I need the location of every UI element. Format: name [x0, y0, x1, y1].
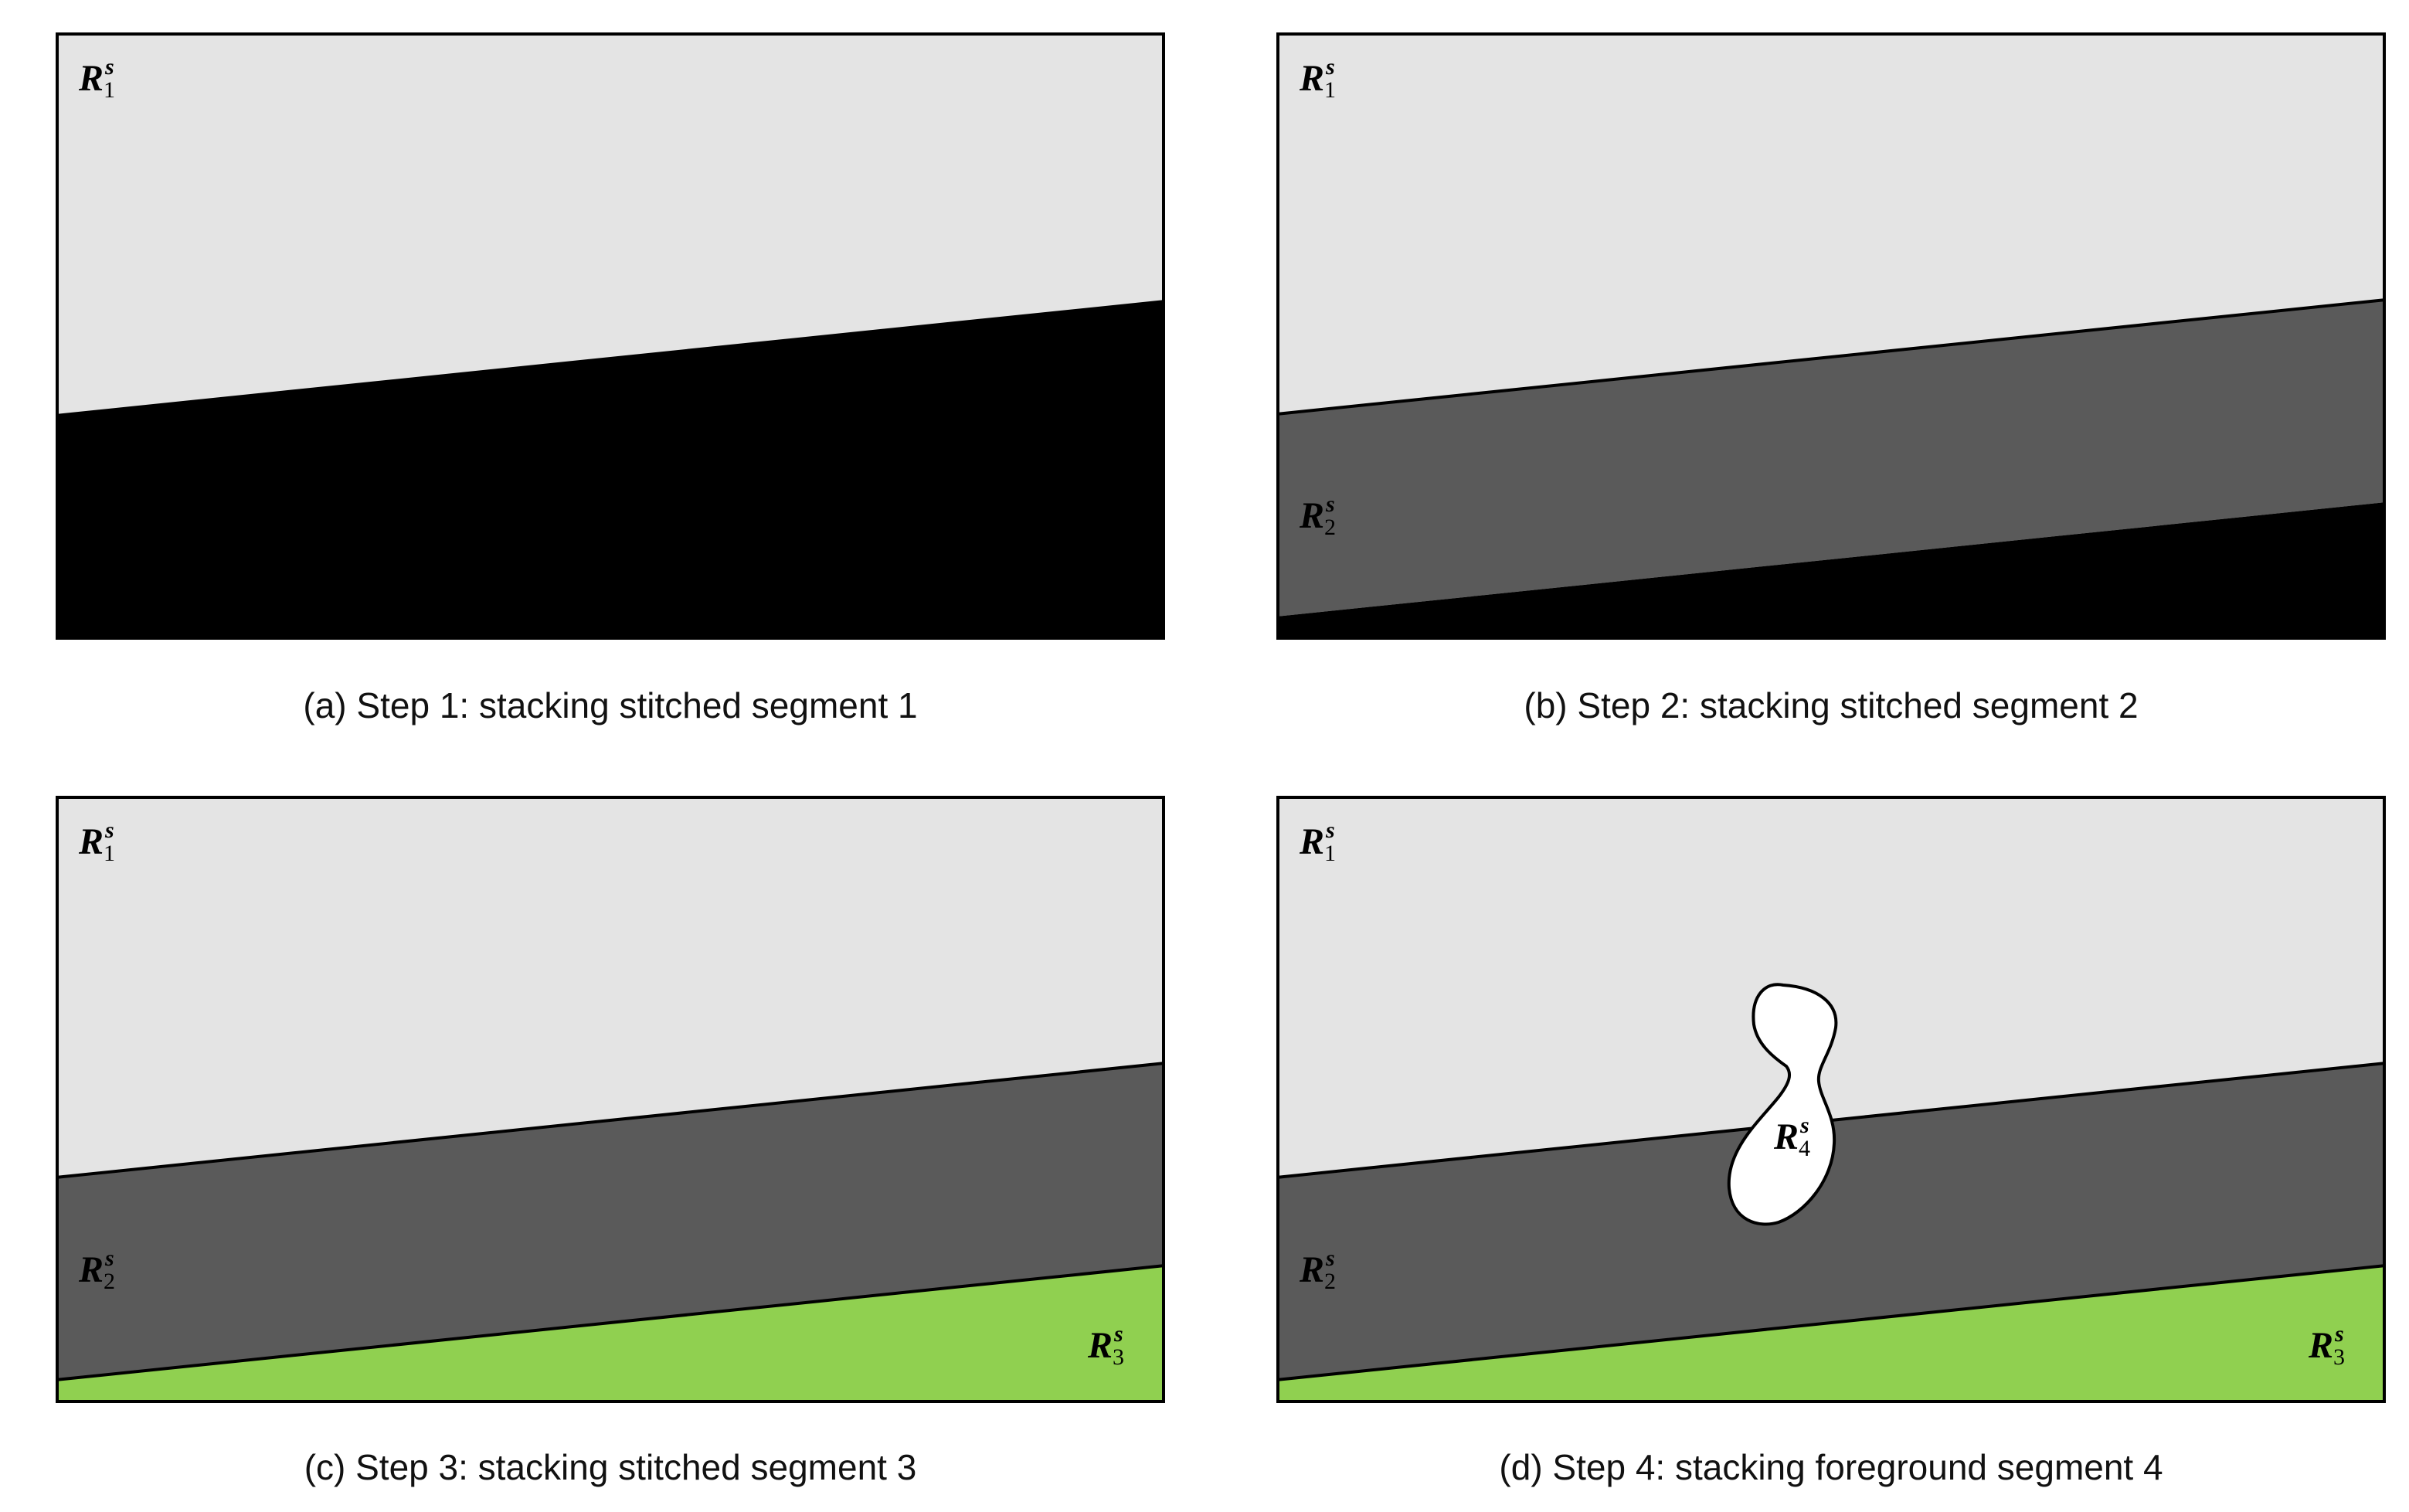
panel-b-canvas — [1276, 32, 2386, 640]
panel-c-canvas — [56, 796, 1165, 1403]
boundary-line-1 — [56, 1062, 1165, 1179]
panel-border — [1276, 32, 2386, 640]
boundary-line-2 — [1276, 1264, 2386, 1381]
panel-a-canvas — [56, 32, 1165, 640]
panel-border — [1276, 796, 2386, 1403]
panel-d-canvas — [1276, 796, 2386, 1403]
caption-b: (b) Step 2: stacking stitched segment 2 — [1524, 685, 2139, 725]
foreground-segment-4-blob — [1728, 984, 1836, 1225]
caption-c: (c) Step 3: stacking stitched segment 3 — [304, 1447, 917, 1487]
caption-d: (d) Step 4: stacking foreground segment … — [1499, 1447, 2163, 1487]
panel-border — [56, 796, 1165, 1403]
segment-3-region — [56, 1266, 1165, 1403]
panel-border — [56, 32, 1165, 640]
unfilled-region — [1276, 502, 2386, 640]
boundary-line-1 — [1276, 298, 2386, 416]
foreground-segment-4-outline — [1727, 983, 1838, 1226]
boundary-line-2 — [56, 1264, 1165, 1381]
caption-a: (a) Step 1: stacking stitched segment 1 — [303, 685, 918, 725]
unfilled-region — [56, 300, 1165, 640]
segment-3-region — [1276, 1266, 2386, 1403]
segment-2-region — [56, 1063, 1165, 1380]
segment-2-region — [1276, 300, 2386, 617]
segment-2-region — [1276, 1063, 2386, 1380]
